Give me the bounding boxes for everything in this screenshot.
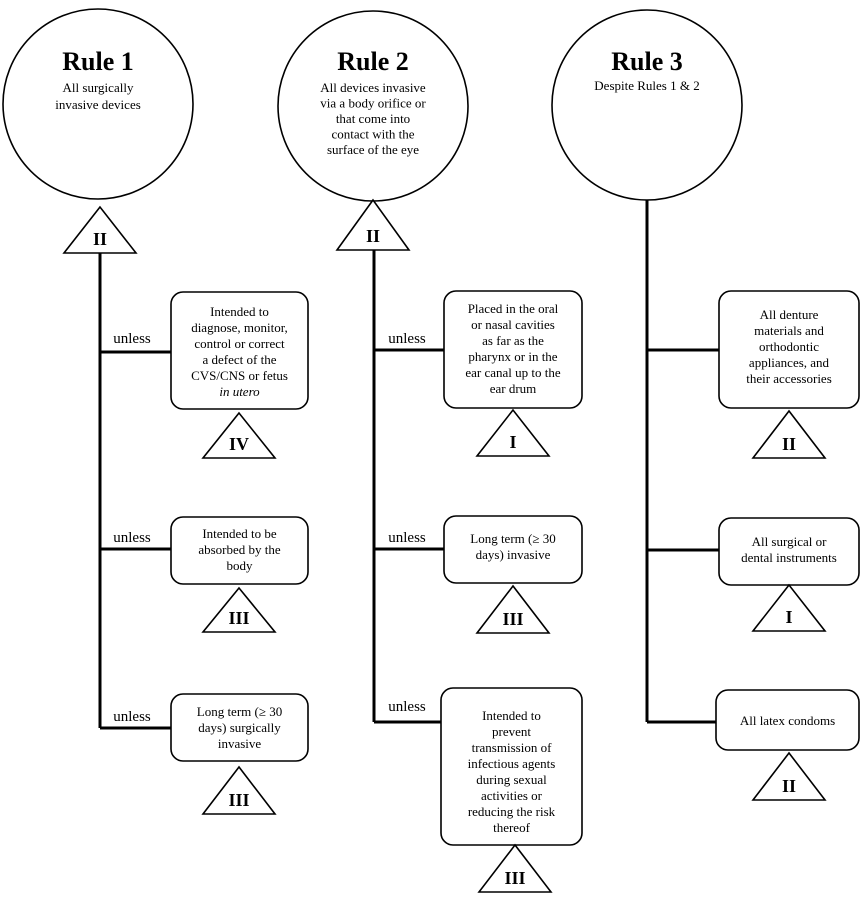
unless-label: unless [388, 699, 426, 715]
rule-1-exception-1-text: diagnose, monitor, [191, 320, 288, 335]
rule-1-exception-1-class-triangle [201, 411, 277, 459]
rule-2-exception-1-text: Placed in the oral [468, 301, 559, 316]
rule-3-exception-2-class-label: I [785, 607, 792, 627]
rule-3-exception-2-class-triangle [751, 583, 827, 632]
rule-2-exception-3-text: infectious agents [468, 756, 556, 771]
unless-label: unless [388, 331, 426, 347]
rule-3-exception-3-class-label: II [782, 776, 796, 796]
rule-1-exception-1-text: CVS/CNS or fetus [191, 368, 288, 383]
rule-2-title: Rule 2 [337, 47, 409, 76]
rule-1-exception-3-class-label: III [228, 790, 249, 810]
rule-1-exception-1-box [170, 291, 309, 410]
rule-3-exception-1-text: All denture [760, 307, 819, 322]
rule-1-exception-1-text: Intended to [210, 304, 269, 319]
rule-2-exception-3-class-label: III [504, 868, 525, 888]
rule-1-exception-3-text: Long term (≥ 30 [197, 704, 282, 719]
rule-2-exception-1-text: as far as the [482, 333, 544, 348]
rule-1-description: invasive devices [55, 97, 141, 112]
rule-1-exception-2-box [170, 516, 309, 585]
rule-3-exception-2-text: All surgical or [752, 534, 828, 549]
rule-1-exception-1-text: a defect of the [203, 352, 277, 367]
rule-2-exception-3-text: activities or [481, 788, 543, 803]
rule-1-default-class-label: II [93, 229, 107, 249]
rule-2-exception-3-text: Intended to [482, 708, 541, 723]
rule-1-exception-1-text: control or correct [194, 336, 285, 351]
rule-1-exception-2-text: body [227, 558, 254, 573]
rule-3-exception-1-class-triangle [751, 409, 827, 459]
rule-3-title: Rule 3 [611, 47, 683, 76]
rule-3-exception-3-text: All latex condoms [740, 713, 835, 728]
rule-2-description: contact with the [331, 127, 414, 142]
rule-3-exception-1-class-label: II [782, 434, 796, 454]
rule-2-exception-2-box [443, 515, 583, 584]
rule-2-exception-2-text: days) invasive [476, 547, 551, 562]
unless-label: unless [113, 331, 151, 347]
rule-2-description: that come into [336, 111, 410, 126]
rule-1-exception-1-italic-text: in utero [219, 384, 260, 399]
rule-2-exception-1-text: ear canal up to the [465, 365, 561, 380]
rule-2-exception-3-box [440, 687, 583, 846]
rule-2-exception-3-text: prevent [492, 724, 531, 739]
rule-3-circle [551, 9, 743, 201]
rule-1-title: Rule 1 [62, 47, 134, 76]
rule-1-exception-3-text: days) surgically [198, 720, 281, 735]
rule-2-exception-1-text: pharynx or in the [468, 349, 557, 364]
rule-3-exception-1-text: appliances, and [749, 355, 830, 370]
rule-2-exception-1-class-triangle [475, 408, 551, 457]
rule-3-exception-3-box [715, 689, 860, 751]
rule-1-exception-2-text: absorbed by the [198, 542, 281, 557]
rule-2-description: via a body orifice or [320, 96, 426, 111]
unless-label: unless [388, 530, 426, 546]
rule-2-exception-3-class-triangle [477, 843, 553, 893]
rule-1-exception-3-box [170, 693, 309, 762]
rule-2-exception-1-box [443, 290, 583, 409]
rule-2-exception-1-text: or nasal cavities [471, 317, 555, 332]
rule-1-exception-1-class-label: IV [229, 434, 249, 454]
rule-1-exception-3-class-triangle [201, 765, 277, 815]
rule-2-exception-2-class-label: III [502, 609, 523, 629]
rule-2-exception-2-text: Long term (≥ 30 [470, 531, 555, 546]
rule-3-exception-1-box [718, 290, 860, 409]
unless-label: unless [113, 530, 151, 546]
rule-2-description: surface of the eye [327, 142, 419, 157]
rule-2-exception-3-text: during sexual [476, 772, 547, 787]
rule-2-default-class-label: II [366, 226, 380, 246]
rule-2-description: All devices invasive [320, 80, 426, 95]
rule-2-exception-3-text: thereof [493, 820, 530, 835]
rule-2-exception-3-text: transmission of [472, 740, 552, 755]
unless-label: unless [113, 709, 151, 725]
rule-3-exception-1-text: materials and [754, 323, 824, 338]
rule-3-description: Despite Rules 1 & 2 [594, 78, 699, 93]
rule-2-exception-1-text: ear drum [490, 381, 537, 396]
rule-3-exception-3-class-triangle [751, 751, 827, 801]
rule-3-exception-1-text: orthodontic [759, 339, 819, 354]
rule-2-exception-3-text: reducing the risk [468, 804, 556, 819]
rule-2-exception-1-class-label: I [509, 432, 516, 452]
rule-1-exception-2-text: Intended to be [202, 526, 277, 541]
rule-1-exception-2-class-label: III [228, 608, 249, 628]
rule-1-default-class-triangle [62, 205, 138, 254]
rule-2-default-class-triangle [335, 198, 411, 251]
rule-2-exception-2-class-triangle [475, 584, 551, 634]
rule-1-exception-3-text: invasive [218, 736, 262, 751]
rule-1-exception-2-class-triangle [201, 586, 277, 633]
rule-1-circle [2, 8, 194, 200]
rule-3-exception-1-text: their accessories [746, 371, 832, 386]
rule-3-exception-2-text: dental instruments [741, 550, 837, 565]
rule-1-description: All surgically [63, 80, 134, 95]
